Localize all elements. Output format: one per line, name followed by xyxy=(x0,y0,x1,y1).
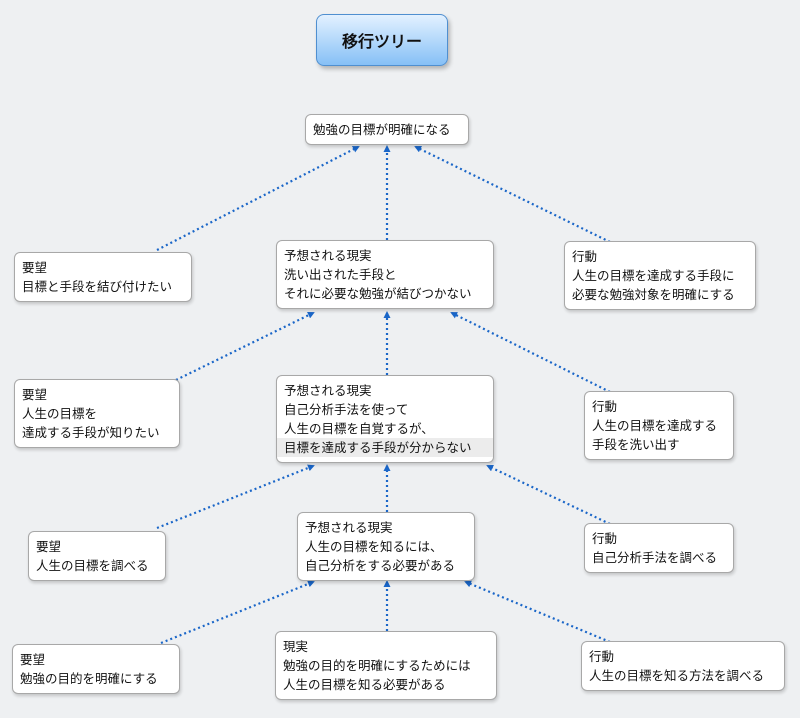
node-text: 人生の目標を知る方法を調べる xyxy=(589,668,765,683)
node-text: 人生の目標を知る必要がある xyxy=(283,677,446,692)
reality-node-2[interactable]: 予想される現実 自己分析手法を使って 人生の目標を自覚するが、 目標を達成する手… xyxy=(276,375,494,463)
node-text: 人生の目標を xyxy=(22,406,98,421)
node-heading: 予想される現実 xyxy=(305,520,393,535)
node-text: 人生の目標を自覚するが、 xyxy=(284,421,434,436)
node-text: 人生の目標を達成する手段に xyxy=(572,268,735,283)
node-text: 自己分析手法を使って xyxy=(284,402,409,417)
node-heading: 要望 xyxy=(36,539,62,554)
node-text-selected: 目標を達成する手段が分からない xyxy=(277,438,493,457)
node-heading: 予想される現実 xyxy=(284,248,372,263)
action-node-1[interactable]: 行動 人生の目標を達成する手段に 必要な勉強対象を明確にする xyxy=(564,241,756,310)
node-text: 勉強の目標が明確になる xyxy=(313,122,451,137)
node-text: 勉強の目的を明確にするためには xyxy=(283,658,471,673)
action-node-2[interactable]: 行動 人生の目標を達成する 手段を洗い出す xyxy=(584,391,734,460)
request-node-1[interactable]: 要望 目標と手段を結び付けたい xyxy=(14,252,192,302)
node-heading: 要望 xyxy=(22,260,48,275)
action-node-3[interactable]: 行動 自己分析手法を調べる xyxy=(584,523,734,573)
node-text: 人生の目標を調べる xyxy=(36,558,149,573)
diagram-title[interactable]: 移行ツリー xyxy=(316,14,448,66)
node-text: 洗い出された手段と xyxy=(284,267,397,282)
connector-arrow xyxy=(414,146,611,243)
request-node-3[interactable]: 要望 人生の目標を調べる xyxy=(28,531,166,581)
goal-node[interactable]: 勉強の目標が明確になる xyxy=(305,114,469,145)
node-text: 目標と手段を結び付けたい xyxy=(22,279,173,294)
node-text: 自己分析をする必要がある xyxy=(305,558,456,573)
node-text: 必要な勉強対象を明確にする xyxy=(572,287,735,302)
request-node-2[interactable]: 要望 人生の目標を 達成する手段が知りたい xyxy=(14,379,180,448)
node-heading: 行動 xyxy=(592,531,618,546)
node-text: 人生の目標を知るには、 xyxy=(305,539,443,554)
node-text: 手段を洗い出す xyxy=(592,437,680,452)
connector-arrow xyxy=(486,464,611,525)
node-text: 人生の目標を達成する xyxy=(592,418,718,433)
node-text: 自己分析手法を調べる xyxy=(592,550,718,565)
node-heading: 要望 xyxy=(20,652,46,667)
connector-arrow xyxy=(156,146,360,251)
connector-arrow xyxy=(175,312,315,381)
node-text: それに必要な勉強が結びつかない xyxy=(284,286,472,301)
reality-node-1[interactable]: 予想される現実 洗い出された手段と それに必要な勉強が結びつかない xyxy=(276,240,494,309)
request-node-4[interactable]: 要望 勉強の目的を明確にする xyxy=(12,644,180,694)
node-text: 勉強の目的を明確にする xyxy=(20,671,158,686)
node-heading: 行動 xyxy=(592,399,618,414)
node-heading: 行動 xyxy=(572,249,598,264)
action-node-4[interactable]: 行動 人生の目標を知る方法を調べる xyxy=(581,641,785,691)
node-text: 達成する手段が知りたい xyxy=(22,425,160,440)
node-heading: 予想される現実 xyxy=(284,383,372,398)
connector-arrow xyxy=(156,464,315,530)
reality-node-3[interactable]: 予想される現実 人生の目標を知るには、 自己分析をする必要がある xyxy=(297,512,475,581)
node-heading: 行動 xyxy=(589,649,615,664)
node-heading: 現実 xyxy=(283,639,309,654)
node-heading: 要望 xyxy=(22,387,48,402)
reality-node-4[interactable]: 現実 勉強の目的を明確にするためには 人生の目標を知る必要がある xyxy=(275,631,497,700)
